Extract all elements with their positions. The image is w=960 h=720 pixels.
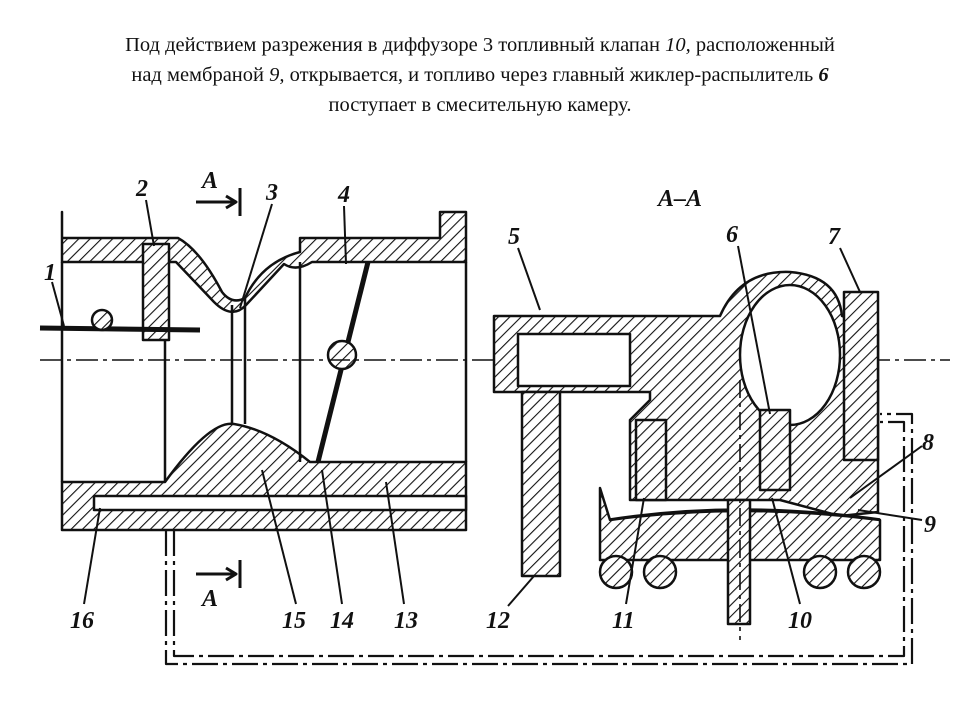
leader-14	[321, 469, 343, 605]
fuel-channel	[92, 494, 468, 512]
label-16: 16	[70, 608, 94, 634]
bolt-1	[598, 554, 634, 590]
caption-line-3: поступает в смесительную камеру.	[0, 90, 960, 120]
label-9: 9	[924, 512, 936, 538]
label-14: 14	[330, 608, 354, 634]
caption-text: поступает в смесительную камеру.	[328, 94, 632, 116]
leader-16	[83, 507, 101, 605]
caption-bold-6: 6	[818, 64, 829, 86]
caption-line-1: Под действием разрежения в диффузоре 3 т…	[0, 30, 960, 60]
leader-7	[839, 247, 861, 293]
label-4: 4	[337, 182, 350, 208]
leader-9	[857, 509, 923, 521]
stem-10	[726, 498, 752, 626]
jet-6	[758, 408, 792, 492]
bolt-3	[802, 554, 838, 590]
leader-4	[343, 205, 347, 265]
section-mark-top: А	[200, 168, 218, 194]
leader-5	[517, 247, 541, 311]
label-2: 2	[135, 176, 148, 202]
label-3: 3	[265, 180, 278, 206]
caption-text: открывается, и топливо через главный жик…	[284, 64, 819, 86]
label-15: 15	[282, 608, 306, 634]
float-cavity	[738, 283, 842, 427]
section-mark-bottom: А	[200, 586, 218, 612]
section-label: А–А	[656, 186, 702, 212]
section-arrow-bottom	[196, 560, 242, 588]
leader-15	[261, 469, 297, 605]
label-5: 5	[508, 224, 520, 250]
screw-2	[141, 242, 171, 342]
caption-italic-9: 9,	[269, 64, 285, 86]
leader-12	[507, 575, 535, 607]
caption: Под действием разрежения в диффузоре 3 т…	[0, 30, 960, 120]
label-6: 6	[726, 222, 738, 248]
leader-1	[51, 281, 65, 327]
section-arrow-top	[196, 188, 242, 216]
leader-3	[239, 203, 273, 309]
bolt-2	[642, 554, 678, 590]
bolt-4	[846, 554, 882, 590]
screw-7	[842, 290, 880, 462]
nipple-12	[520, 390, 562, 578]
label-13: 13	[394, 608, 418, 634]
label-1: 1	[44, 260, 56, 286]
connecting-pipe	[164, 412, 914, 666]
damper-knob	[90, 308, 114, 332]
caption-text: Под действием разрежения в диффузоре 3 т…	[125, 34, 666, 56]
leader-2	[145, 199, 155, 247]
leader-13	[385, 481, 405, 605]
leader-10	[771, 497, 801, 605]
caption-text: расположенный	[690, 34, 835, 56]
caption-text: над мембраной	[131, 64, 270, 86]
label-7: 7	[828, 224, 841, 250]
label-10: 10	[788, 608, 812, 634]
valve-11	[634, 418, 668, 502]
leader-8	[849, 445, 923, 499]
throttle-axle	[326, 339, 358, 371]
caption-line-2: над мембраной 9, открывается, и топливо …	[0, 60, 960, 90]
caption-italic-10: 10,	[665, 34, 691, 56]
bore-5	[516, 332, 632, 388]
leader-11	[625, 497, 645, 605]
label-12: 12	[486, 608, 510, 634]
leader-6	[737, 245, 771, 415]
label-8: 8	[922, 430, 934, 456]
label-11: 11	[612, 608, 635, 634]
air-damper	[39, 325, 201, 333]
